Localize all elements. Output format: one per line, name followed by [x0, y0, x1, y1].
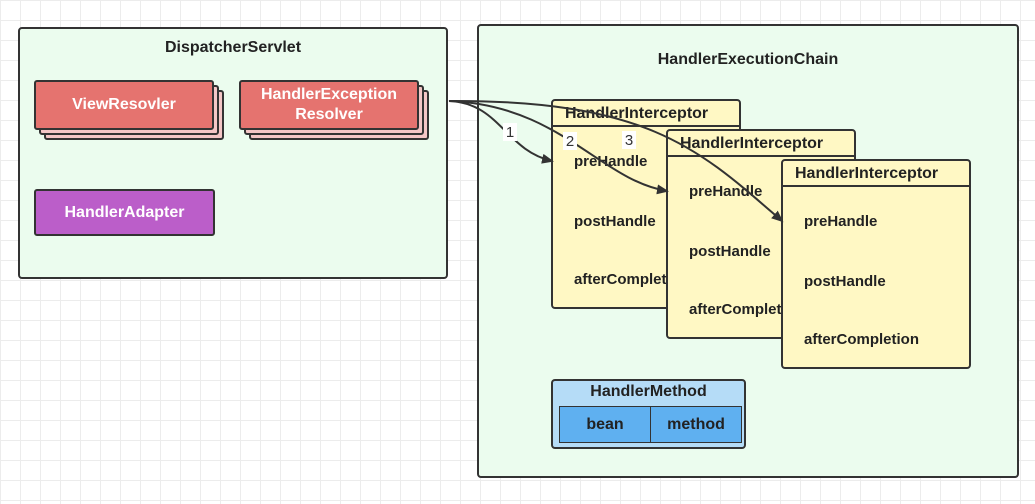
handler-execution-chain-title: HandlerExecutionChain	[657, 51, 839, 68]
exception-resolver-label-line2: Resolver	[295, 106, 363, 123]
exception-resolver-label-line1: HandlerException	[260, 86, 398, 103]
handler-method-bean-cell[interactable]: bean	[559, 406, 651, 443]
interceptor-1-aftercompletion: afterCompletion	[574, 271, 690, 288]
interceptor-3-posthandle: postHandle	[804, 273, 886, 290]
interceptor-3-aftercompletion: afterCompletion	[804, 331, 920, 348]
interceptor-2-aftercompletion: afterCompletion	[689, 301, 805, 318]
interceptor-2-title: HandlerInterceptor	[680, 135, 824, 152]
exception-resolver-face: HandlerException Resolver	[239, 80, 419, 130]
handler-exception-resolver-box[interactable]: HandlerException Resolver	[239, 80, 431, 140]
interceptor-1-prehandle: preHandle	[574, 153, 648, 170]
view-resolver-label: ViewResovler	[34, 80, 214, 130]
interceptor-1-divider	[553, 125, 739, 127]
interceptor-3-title: HandlerInterceptor	[795, 165, 939, 182]
dispatcher-servlet-container: DispatcherServlet	[18, 27, 448, 279]
interceptor-2-prehandle: preHandle	[689, 183, 763, 200]
handler-adapter-label: HandlerAdapter	[64, 203, 185, 221]
interceptor-3-divider	[783, 185, 969, 187]
dispatcher-servlet-title: DispatcherServlet	[164, 39, 302, 56]
interceptor-1-title: HandlerInterceptor	[565, 105, 709, 122]
handler-method-title: HandlerMethod	[590, 383, 707, 400]
handler-interceptor-3[interactable]: HandlerInterceptor preHandle postHandle …	[781, 159, 971, 369]
handler-method-method-cell[interactable]: method	[650, 406, 742, 443]
interceptor-1-posthandle: postHandle	[574, 213, 656, 230]
interceptor-2-divider	[668, 155, 854, 157]
handler-adapter-box[interactable]: HandlerAdapter	[34, 189, 215, 236]
handler-method-box[interactable]: HandlerMethod bean method	[551, 379, 746, 449]
view-resolver-box[interactable]: ViewResovler	[34, 80, 226, 140]
interceptor-2-posthandle: postHandle	[689, 243, 771, 260]
interceptor-3-prehandle: preHandle	[804, 213, 878, 230]
